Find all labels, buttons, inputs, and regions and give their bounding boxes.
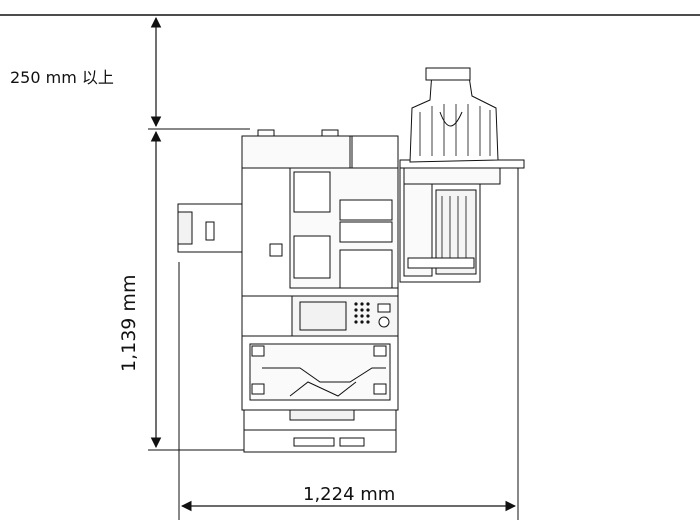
dimension-arrows: [150, 16, 517, 512]
width-label: 1,224 mm: [303, 484, 396, 505]
printer-illustration: [177, 67, 525, 453]
clearance-top-label: 250 mm 以上: [10, 68, 114, 87]
reference-lines: [0, 14, 700, 520]
depth-label: 1,139 mm: [118, 274, 140, 372]
